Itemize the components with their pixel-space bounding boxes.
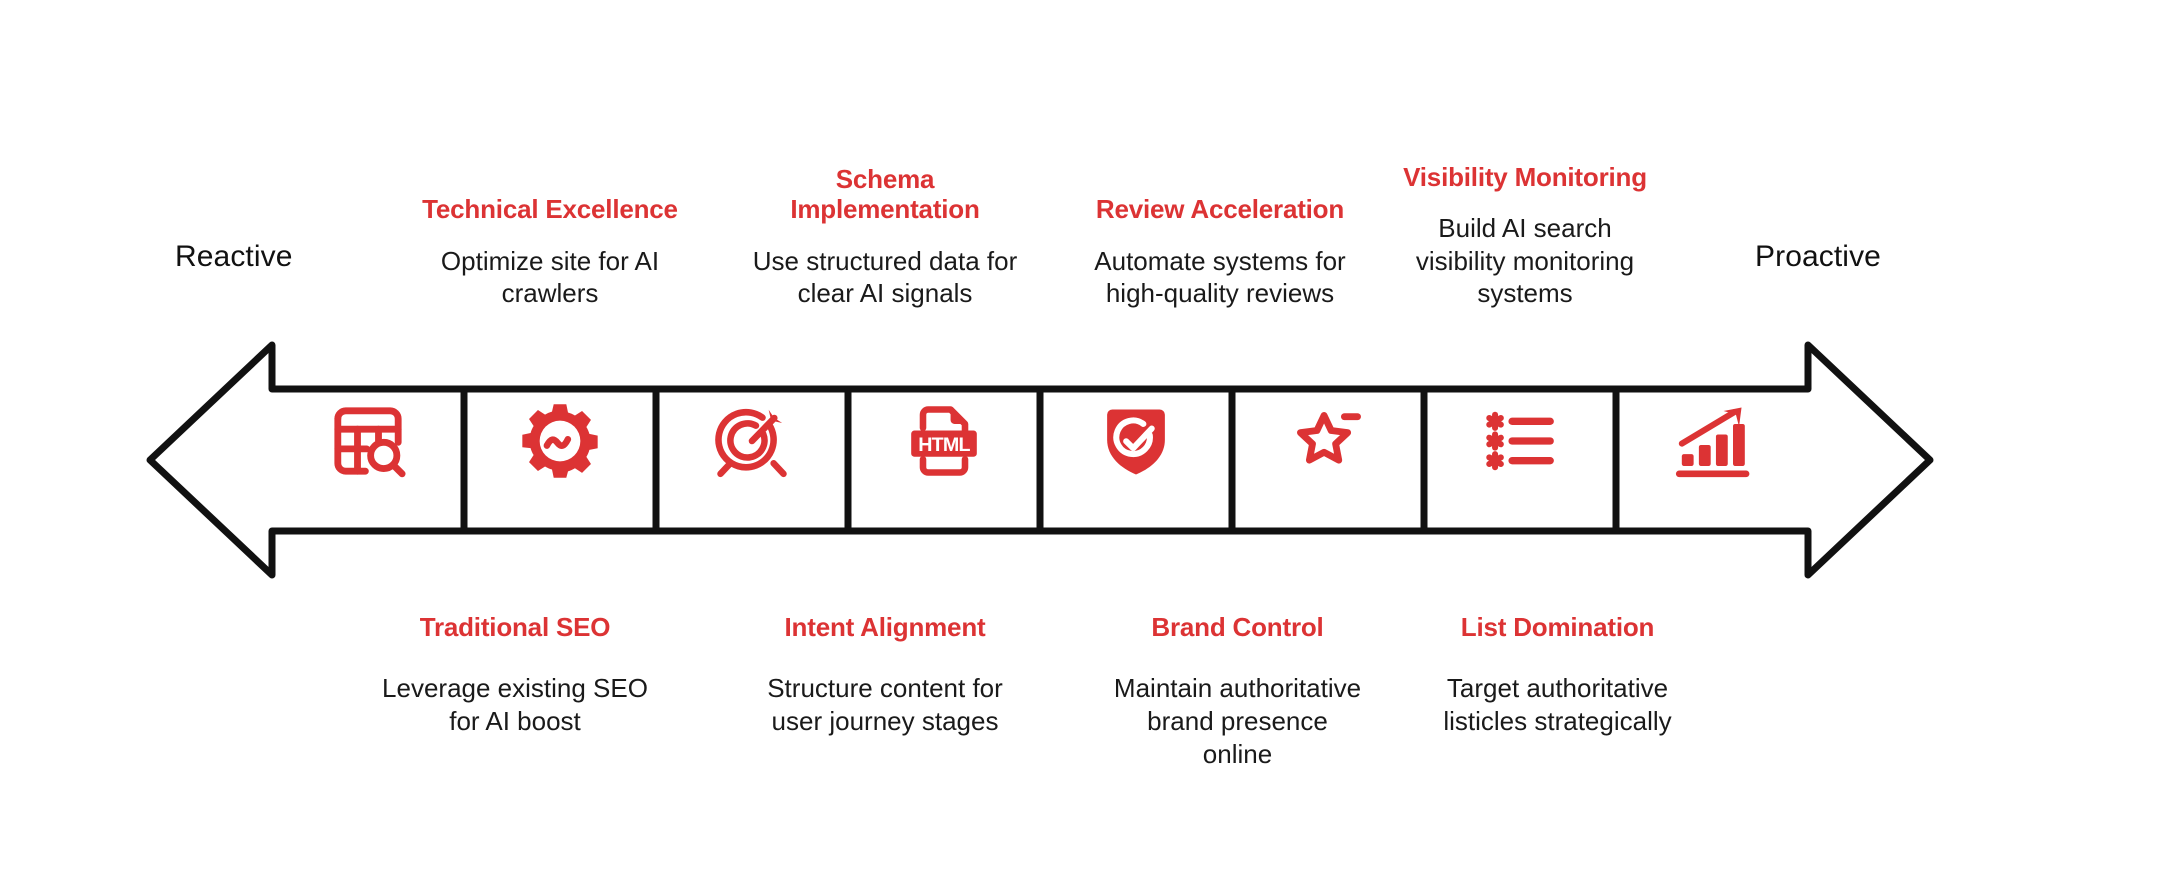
segment-cell-2[interactable] — [464, 345, 656, 537]
callout-technical-excellence: Technical Excellence Optimize site for A… — [405, 60, 695, 310]
svg-text:HTML: HTML — [918, 434, 970, 456]
segment-icon-row: HTML — [272, 345, 1808, 537]
callout-title: Intent Alignment — [784, 612, 986, 642]
starred-list-icon — [1486, 411, 1554, 471]
table-search-icon — [334, 407, 406, 478]
callout-title: List Domination — [1460, 612, 1655, 642]
callout-title: Technical Excellence — [422, 194, 678, 225]
callout-intent-alignment: Intent Alignment Structure content for u… — [740, 612, 1030, 738]
callout-description: Use structured data for clear AI signals — [752, 245, 1018, 309]
segment-cell-3[interactable] — [656, 345, 848, 537]
segment-cell-8[interactable] — [1616, 345, 1808, 537]
callout-list-domination: List Domination Target authoritative lis… — [1430, 612, 1685, 738]
star-review-icon — [1297, 411, 1361, 464]
callout-title: Schema Implementation — [790, 164, 980, 225]
arrow-outline — [146, 341, 1934, 579]
segment-cell-4[interactable]: HTML — [848, 345, 1040, 537]
callout-description: Maintain authoritative brand presence on… — [1113, 673, 1362, 769]
axis-label-proactive: Proactive — [1755, 240, 1881, 273]
segment-cell-7[interactable] — [1424, 345, 1616, 537]
callout-description: Target authoritative listicles strategic… — [1443, 673, 1672, 736]
callout-description: Optimize site for AI crawlers — [440, 245, 660, 309]
callout-description: Automate systems for high-quality review… — [1094, 245, 1346, 309]
segment-cell-6[interactable] — [1232, 345, 1424, 537]
callout-review-acceleration: Review Acceleration Automate systems for… — [1085, 40, 1355, 310]
callout-title: Traditional SEO — [419, 612, 611, 642]
callout-title: Review Acceleration — [1095, 194, 1345, 225]
callout-description: Build AI search visibility monitoring sy… — [1415, 212, 1635, 309]
shield-check-icon — [1107, 409, 1165, 475]
gear-analytics-icon — [522, 404, 598, 478]
segment-cell-1[interactable] — [272, 345, 464, 537]
target-arrow-icon — [715, 408, 787, 478]
axis-label-reactive: Reactive — [175, 240, 293, 273]
callout-description: Structure content for user journey stage… — [767, 673, 1003, 736]
callout-schema-implementation: Schema Implementation Use structured dat… — [740, 40, 1030, 310]
segment-cell-5[interactable] — [1040, 345, 1232, 537]
callout-title: Brand Control — [1151, 612, 1324, 642]
callout-title: Visibility Monitoring — [1403, 161, 1647, 192]
growth-chart-icon — [1675, 407, 1750, 478]
callout-traditional-seo: Traditional SEO Leverage existing SEO fo… — [370, 612, 660, 738]
callout-brand-control: Brand Control Maintain authoritative bra… — [1110, 612, 1365, 770]
callout-visibility-monitoring: Visibility Monitoring Build AI search vi… — [1395, 20, 1655, 310]
segment-dividers — [460, 385, 1620, 535]
html-file-icon: HTML — [911, 406, 977, 476]
double-arrow-band — [140, 325, 1940, 595]
callout-description: Leverage existing SEO for AI boost — [382, 673, 648, 736]
